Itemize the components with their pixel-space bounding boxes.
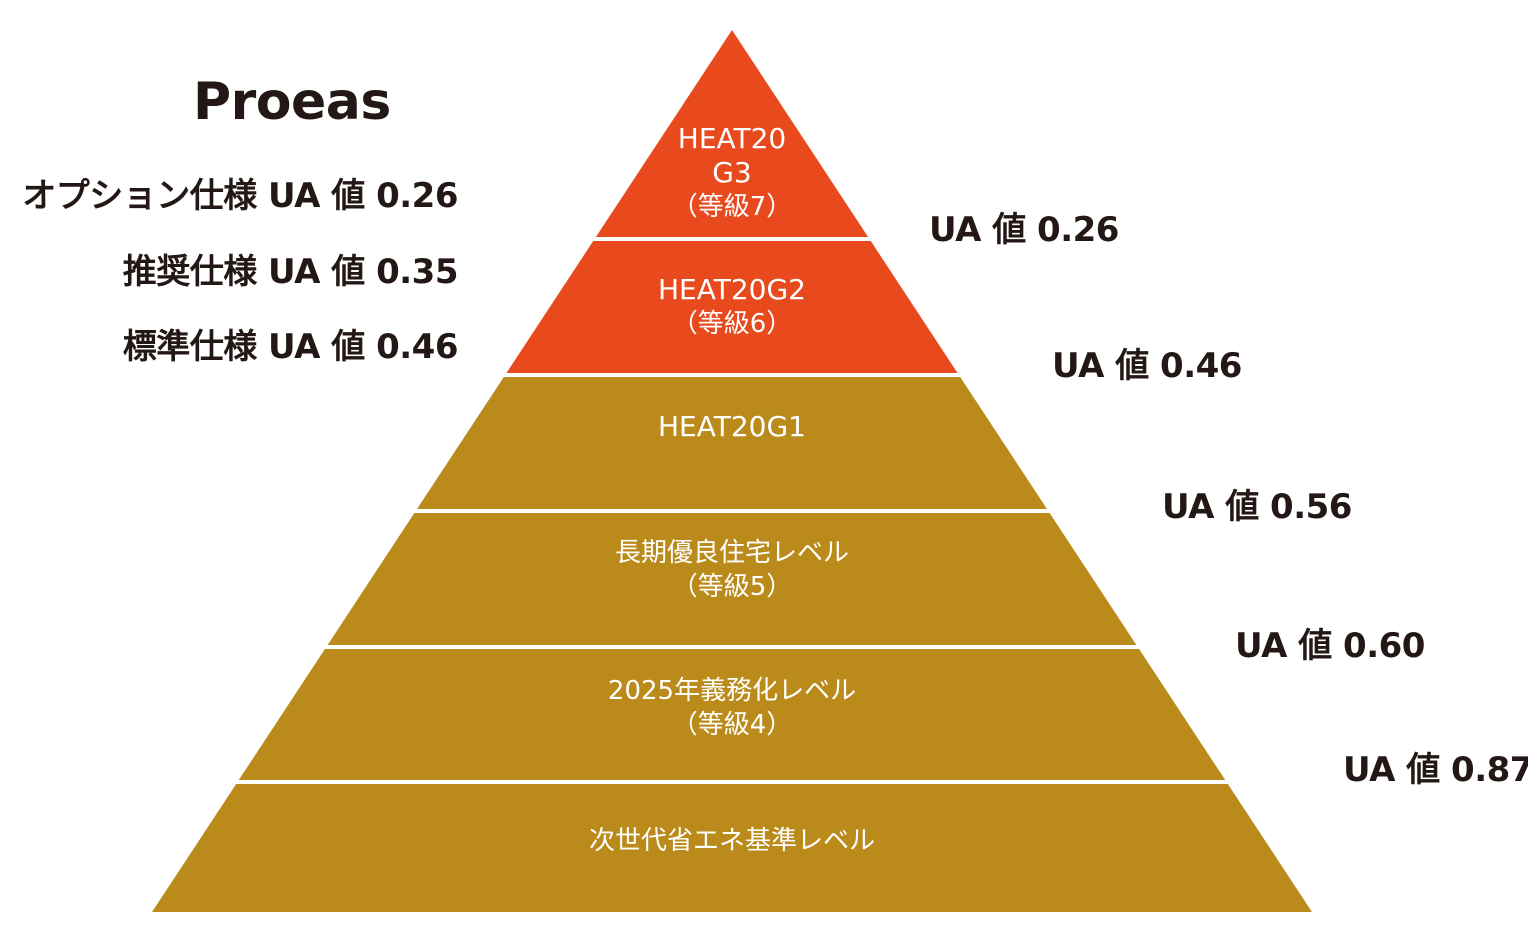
level-g2-line2: （等級6） — [671, 309, 793, 339]
level-4-label: 2025年義務化レベル （等級4） — [532, 674, 932, 742]
level-4-line1: 2025年義務化レベル — [607, 676, 857, 706]
ua-value-4: UA 値 0.60 — [1235, 626, 1425, 666]
level-g3-label: HEAT20 G3 （等級7） — [532, 122, 932, 224]
level-5-line1: 長期優良住宅レベル — [614, 538, 849, 568]
level-g3-line2: G3 — [712, 156, 752, 189]
pyramid-band-5 — [238, 649, 1226, 780]
brand-title: Proeas — [193, 72, 391, 132]
pyramid-band-1 — [595, 30, 869, 237]
level-5-label: 長期優良住宅レベル （等級5） — [532, 536, 932, 604]
pyramid-band-6 — [152, 784, 1312, 912]
level-base-label: 次世代省エネ基準レベル — [532, 824, 932, 858]
spec-recommended: 推奨仕様 UA 値 0.35 — [122, 252, 459, 292]
ua-value-5: UA 値 0.87 — [1343, 750, 1528, 790]
level-g2-label: HEAT20G2 （等級6） — [532, 273, 932, 341]
level-g1-line1: HEAT20G1 — [658, 410, 806, 443]
level-g2-line1: HEAT20G2 — [658, 273, 806, 306]
pyramid-band-3 — [417, 377, 1047, 509]
ua-value-3: UA 値 0.56 — [1162, 487, 1352, 527]
level-g3-line1: HEAT20 — [677, 122, 787, 155]
ua-value-2: UA 値 0.46 — [1052, 346, 1242, 386]
level-g3-line3: （等級7） — [671, 192, 793, 222]
ua-value-1: UA 値 0.26 — [929, 210, 1119, 250]
spec-standard: 標準仕様 UA 値 0.46 — [122, 327, 459, 367]
level-4-line2: （等級4） — [671, 710, 793, 740]
pyramid-band-2 — [506, 241, 958, 373]
pyramid-band-4 — [327, 513, 1137, 645]
level-g1-label: HEAT20G1 — [532, 410, 932, 444]
level-5-line2: （等級5） — [671, 572, 793, 602]
level-base-line1: 次世代省エネ基準レベル — [588, 826, 875, 856]
spec-option: オプション仕様 UA 値 0.26 — [22, 176, 458, 216]
